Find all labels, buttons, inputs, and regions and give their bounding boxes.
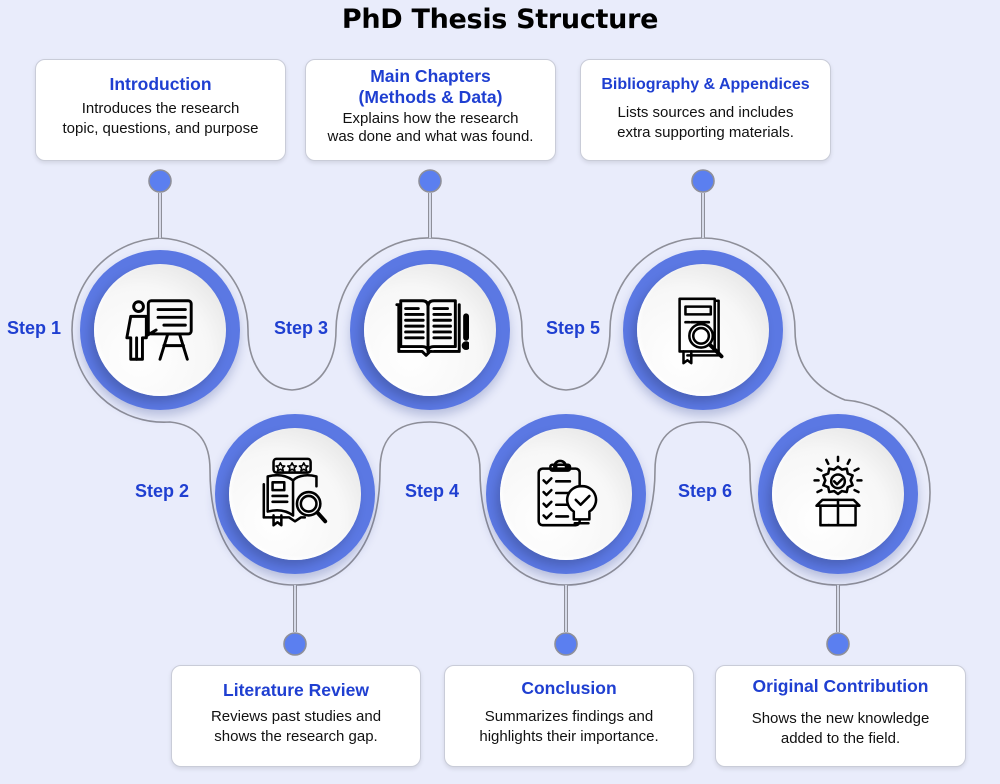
step-label-1: Step 1 (7, 318, 62, 338)
card-title: Literature Review (223, 680, 369, 700)
connector-outline-step-6 (749, 469, 839, 586)
book-search-icon (678, 297, 724, 365)
step-label-2: Step 2 (135, 481, 190, 501)
card-literature-review: Literature Review Reviews past studies a… (171, 665, 421, 767)
step-node-2 (215, 414, 375, 574)
box-badge-icon (813, 455, 863, 527)
open-book-icon (395, 299, 469, 357)
dot-step-2 (283, 632, 307, 656)
card-introduction: Introduction Introduces the research top… (35, 59, 286, 161)
dot-step-6 (826, 632, 850, 656)
step-node-5 (623, 250, 783, 410)
dot-step-3 (418, 169, 442, 193)
card-conclusion: Conclusion Summarizes findings and highl… (444, 665, 694, 767)
card-title: Original Contribution (752, 676, 929, 696)
connector-outline-step-5b (702, 237, 931, 586)
card-description: Explains how the research was done and w… (327, 110, 534, 145)
dot-step-5 (691, 169, 715, 193)
connector-outline-step-3b (429, 237, 611, 391)
card-title: Introduction (109, 74, 212, 94)
card-main-chapters: Main Chapters (Methods & Data) Explains … (305, 59, 556, 161)
page-title: PhD Thesis Structure (341, 4, 659, 35)
step-node-3 (350, 250, 510, 410)
dot-step-4 (554, 632, 578, 656)
step-label-3: Step 3 (274, 318, 329, 338)
card-description: Lists sources and includes extra support… (617, 104, 794, 141)
checklist-bulb-icon (537, 459, 598, 527)
connector-outline-step-5 (609, 237, 704, 331)
card-title: Main Chapters (Methods & Data) (358, 66, 503, 107)
card-description: Shows the new knowledge added to the fie… (751, 710, 930, 747)
card-title: Bibliography & Appendices (601, 76, 810, 93)
card-original-contribution: Original Contribution Shows the new know… (715, 665, 966, 767)
card-title: Conclusion (521, 678, 617, 698)
card-description: Reviews past studies and shows the resea… (210, 708, 382, 745)
presentation-icon (125, 299, 193, 361)
connector-outline-step-1 (71, 237, 211, 471)
step-node-6 (758, 414, 918, 574)
step-label-4: Step 4 (405, 481, 460, 501)
card-bibliography: Bibliography & Appendices Lists sources … (580, 59, 831, 161)
step-label-5: Step 5 (546, 318, 601, 338)
card-description: Summarizes findings and highlights their… (479, 708, 659, 745)
step-node-4 (486, 414, 646, 574)
step-label-6: Step 6 (678, 481, 733, 501)
card-description: Introduces the research topic, questions… (62, 100, 259, 137)
step-node-1 (80, 250, 240, 410)
book-review-icon (262, 457, 328, 527)
connector-outline-step-3c (379, 421, 481, 471)
connector-outline-step-3 (335, 237, 431, 331)
connector-outline-step-1b (159, 237, 337, 391)
connector-outline-step-5c (654, 421, 751, 471)
dot-step-1 (148, 169, 172, 193)
